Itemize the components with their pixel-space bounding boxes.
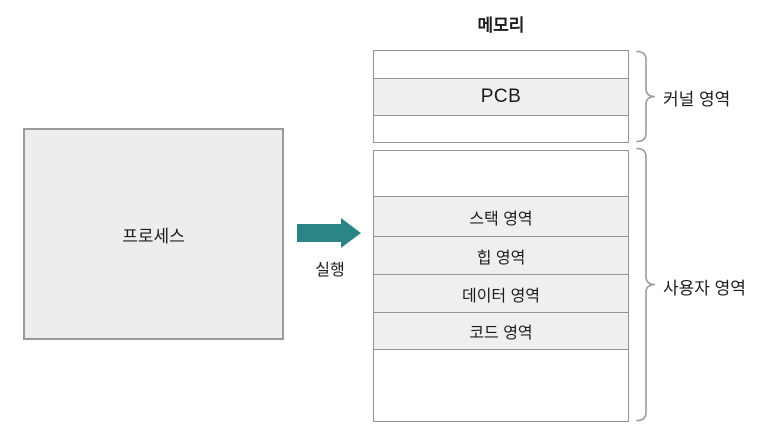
row-label: 데이터 영역 <box>461 287 541 305</box>
process-box: 프로세스 <box>23 128 284 340</box>
row-label: 힙 영역 <box>476 249 526 267</box>
memory-title: 메모리 <box>477 16 525 35</box>
memory-row-code: 코드 영역 <box>374 313 628 350</box>
execution-label: 실행 <box>315 262 345 279</box>
kernel-area-label: 커널 영역 <box>663 90 731 109</box>
process-label: 프로세스 <box>122 226 185 246</box>
memory-row-heap: 힙 영역 <box>374 237 628 275</box>
memory-row-pcb: PCB <box>374 79 628 116</box>
row-label: 코드 영역 <box>469 325 533 342</box>
kernel-memory-box: PCB <box>373 50 629 143</box>
row-label: PCB <box>480 86 522 107</box>
memory-row-empty <box>374 116 628 142</box>
user-memory-box: 스택 영역 힙 영역 데이터 영역 코드 영역 <box>373 150 629 422</box>
memory-row-stack: 스택 영역 <box>374 197 628 237</box>
user-brace-icon <box>636 147 658 422</box>
row-label: 스택 영역 <box>469 210 533 228</box>
execution-arrow-icon <box>296 217 362 254</box>
memory-row-empty <box>374 51 628 79</box>
memory-row-empty <box>374 350 628 421</box>
user-area-label: 사용자 영역 <box>663 279 746 298</box>
kernel-brace-icon <box>636 50 658 143</box>
memory-row-empty <box>374 151 628 197</box>
memory-row-data: 데이터 영역 <box>374 275 628 313</box>
